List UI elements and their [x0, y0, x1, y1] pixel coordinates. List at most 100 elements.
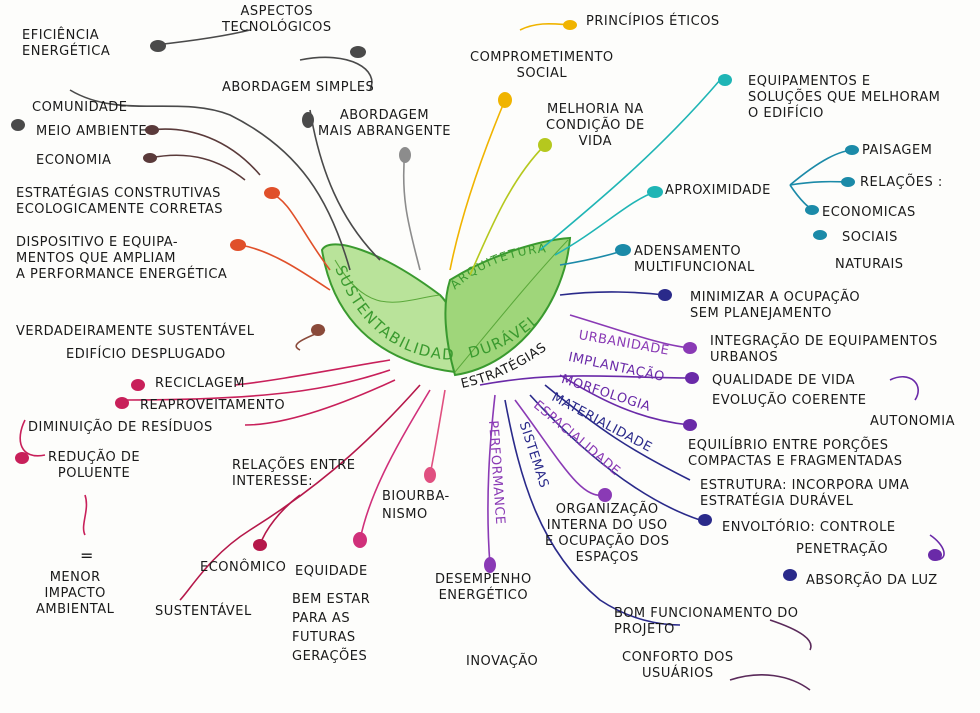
label-qualidade: QUALIDADE DE VIDA [712, 373, 856, 388]
label-equidade: EQUIDADE [295, 564, 368, 579]
label-sociais: SOCIAIS [842, 230, 898, 245]
label-penetracao: PENETRAÇÃO [796, 542, 889, 557]
bud [598, 488, 612, 502]
vine-economia [149, 154, 246, 181]
label-verdadeiramente: VERDADEIRAMENTE SUSTENTÁVEL [16, 324, 255, 339]
label-abordagem-simples: ABORDAGEM SIMPLES [222, 80, 375, 95]
bud [698, 514, 712, 526]
label-equals: = [80, 546, 94, 565]
bud [131, 379, 145, 391]
right-leaf-vein [454, 239, 569, 373]
label-menor-impacto: MENOR IMPACTO AMBIENTAL [36, 570, 115, 617]
label-bem-estar: BEM ESTAR PARA AS FUTURAS GERAÇÕES [292, 592, 371, 664]
vine-espacialidade [514, 399, 606, 497]
label-reducao: REDUÇÃO DE POLUENTE [48, 450, 141, 481]
bud [11, 119, 25, 131]
vine-melhoria [469, 144, 546, 276]
label-bom-funcionamento: BOM FUNCIONAMENTO DO PROJETO [614, 606, 799, 637]
label-relacoes: RELAÇÕES ENTRE INTERESSE: [232, 458, 356, 489]
label-organizacao: ORGANIZAÇÃO INTERNA DO USO E OCUPAÇÃO DO… [545, 502, 670, 565]
label-reciclagem: RECICLAGEM [155, 376, 245, 391]
label-inovacao: INOVAÇÃO [466, 654, 539, 669]
vine-bom-funcionamento [769, 619, 812, 651]
vine-dispositivos [239, 244, 331, 291]
label-economicas: ECONOMICAS [822, 205, 916, 220]
vine-autonomia [889, 375, 919, 401]
label-naturais: NATURAIS [835, 257, 904, 272]
vine-aspectos [299, 56, 373, 91]
label-desempenho: DESEMPENHO ENERGÉTICO [435, 572, 532, 603]
bud [683, 419, 697, 431]
label-biourbanismo: BIOURBA- NISMO [382, 489, 450, 522]
label-abordagem-abrangente: ABORDAGEM MAIS ABRANGENTE [318, 108, 451, 139]
label-equipamentos: EQUIPAMENTOS E SOLUÇÕES QUE MELHORAM O E… [748, 74, 941, 121]
vine-performance [487, 394, 496, 566]
bud [718, 74, 732, 86]
bud [350, 46, 366, 58]
vine-reciclagem [234, 359, 391, 386]
label-reaproveitamento: REAPROVEITAMENTO [140, 398, 286, 413]
bud [845, 145, 859, 155]
vine-reaproveitamento [119, 369, 391, 401]
bud [658, 289, 672, 301]
bud [15, 452, 29, 464]
vine-relacoes [789, 180, 851, 186]
bud [538, 138, 552, 152]
label-aproximidade: APROXIMIDADE [665, 183, 771, 198]
bud [841, 177, 855, 187]
label-aspectos: ASPECTOS TECNOLÓGICOS [222, 4, 332, 35]
label-estrutura: ESTRUTURA: INCORPORA UMA ESTRATÉGIA DURÁ… [700, 478, 910, 509]
label-envoltorio: ENVOLTÓRIO: CONTROLE [722, 520, 896, 535]
label-diminuicao: DIMINUIÇÃO DE RESÍDUOS [28, 420, 213, 435]
vine-abrangente [309, 109, 381, 261]
label-estrategias-construtivas: ESTRATÉGIAS CONSTRUTIVAS ECOLOGICAMENTE … [16, 186, 224, 217]
bud [399, 147, 411, 163]
buds [11, 20, 942, 581]
bud [647, 186, 663, 198]
bud [230, 239, 246, 251]
vine-aproximidade [554, 191, 656, 256]
bud [813, 230, 827, 240]
label-sustentavel: SUSTENTÁVEL [155, 604, 252, 619]
vine-adensamento [559, 249, 626, 266]
vine-diminuicao [244, 379, 396, 426]
bud [302, 112, 314, 128]
label-integracao: INTEGRAÇÃO DE EQUIPAMENTOS URBANOS [710, 334, 938, 365]
label-principios: PRINCÍPIOS ÉTICOS [586, 14, 720, 29]
bud [783, 569, 797, 581]
label-minimizar: MINIMIZAR A OCUPAÇÃO SEM PLANEJAMENTO [690, 290, 861, 321]
label-meio-ambiente: MEIO AMBIENTE [36, 124, 148, 139]
bud [563, 20, 577, 30]
label-equilibrio: EQUILÍBRIO ENTRE PORÇÕES COMPACTAS E FRA… [688, 438, 903, 469]
vine-urbanidade [569, 314, 691, 349]
label-desplugado: EDIFÍCIO DESPLUGADO [66, 347, 226, 362]
vine-conforto [729, 674, 811, 691]
label-economico: ECONÔMICO [200, 560, 287, 575]
right-vines [449, 22, 945, 691]
vine-comprometimento [449, 99, 506, 271]
bud [353, 532, 367, 548]
label-autonomia: AUTONOMIA [870, 414, 955, 429]
vine-sistemas [504, 399, 681, 626]
label-comunidade: COMUNIDADE [32, 100, 128, 115]
bud [498, 92, 512, 108]
vine-envoltorio [529, 394, 701, 521]
bud [253, 539, 267, 551]
vine-estrutura [544, 384, 691, 481]
label-comprometimento: COMPROMETIMENTO SOCIAL [470, 50, 614, 81]
label-paisagem: PAISAGEM [862, 143, 933, 158]
vine-minimizar [559, 291, 666, 296]
vine-implantacao [479, 375, 691, 386]
bud [150, 40, 166, 52]
vine-sustentavel [179, 384, 421, 601]
label-adensamento: ADENSAMENTO MULTIFUNCIONAL [634, 244, 755, 275]
bud [928, 549, 942, 561]
bud [115, 397, 129, 409]
vine-materialidade [559, 374, 691, 426]
label-economia: ECONOMIA [36, 153, 112, 168]
label-absorcao: ABSORÇÃO DA LUZ [806, 573, 938, 588]
vine-menor [82, 494, 88, 536]
bud [143, 153, 157, 163]
